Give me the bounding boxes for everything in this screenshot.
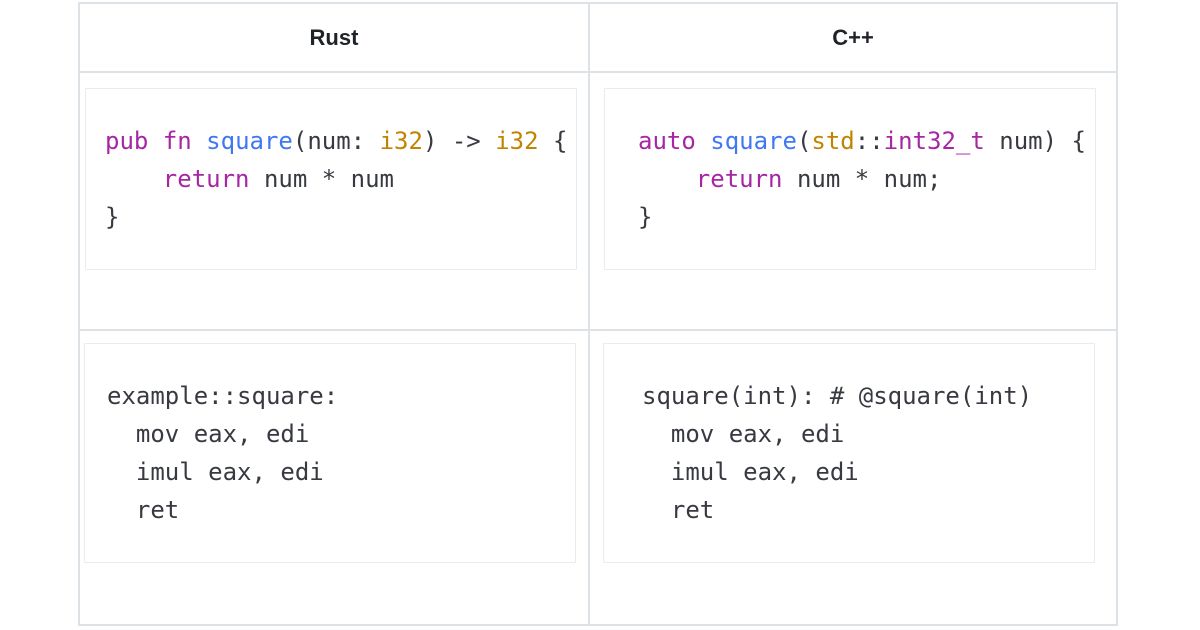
- code-line: imul eax, edi: [642, 453, 1094, 491]
- rust-assembly-code-block: example::square: mov eax, edi imul eax, …: [84, 343, 576, 563]
- column-title-rust: Rust: [309, 24, 359, 50]
- code-token: num) {: [984, 127, 1086, 155]
- column-title-cpp: C++: [832, 24, 874, 50]
- rust-source-code-block: pub fn square(num: i32) -> i32 { return …: [85, 88, 577, 270]
- code-line: ret: [107, 491, 575, 529]
- code-line: return num * num: [105, 160, 576, 198]
- code-token: imul eax, edi: [642, 458, 859, 486]
- comparison-table: Rust C++ pub fn square(num: i32) -> i32 …: [78, 2, 1118, 626]
- code-token: [192, 127, 206, 155]
- code-token: i32: [379, 127, 423, 155]
- code-token: {: [538, 127, 568, 155]
- code-token: imul eax, edi: [107, 458, 324, 486]
- code-line: }: [638, 198, 1095, 236]
- code-token: square: [710, 127, 797, 155]
- header-cell-cpp: C++: [590, 4, 1116, 73]
- cell-rust-source: pub fn square(num: i32) -> i32 { return …: [80, 73, 590, 331]
- code-token: (: [796, 127, 812, 155]
- cpp-source-code-block: auto square(std::int32_t num) { return n…: [604, 88, 1096, 270]
- code-line: ret: [642, 491, 1094, 529]
- code-token: std: [811, 127, 855, 155]
- code-token: i32: [495, 127, 539, 155]
- code-token: example::square:: [107, 382, 339, 410]
- code-token: [148, 127, 162, 155]
- cell-cpp-source: auto square(std::int32_t num) { return n…: [590, 73, 1116, 331]
- cpp-assembly-code-block: square(int): # @square(int) mov eax, edi…: [603, 343, 1095, 563]
- code-token: [696, 127, 710, 155]
- code-token: ) ->: [422, 127, 496, 155]
- code-token: return: [162, 165, 250, 193]
- code-token: ret: [107, 496, 180, 524]
- cell-cpp-assembly: square(int): # @square(int) mov eax, edi…: [590, 331, 1116, 624]
- code-token: int32_t: [883, 127, 985, 155]
- code-token: }: [638, 203, 653, 231]
- code-line: }: [105, 198, 576, 236]
- code-token: mov eax, edi: [107, 420, 310, 448]
- code-token: ::: [854, 127, 884, 155]
- code-token: auto: [638, 127, 696, 155]
- code-token: ret: [642, 496, 715, 524]
- code-token: mov eax, edi: [642, 420, 845, 448]
- code-line: imul eax, edi: [107, 453, 575, 491]
- code-token: [105, 165, 163, 193]
- code-line: square(int): # @square(int): [642, 377, 1094, 415]
- code-line: example::square:: [107, 377, 575, 415]
- code-token: pub: [105, 127, 149, 155]
- code-token: [638, 165, 696, 193]
- code-line: return num * num;: [638, 160, 1095, 198]
- code-line: mov eax, edi: [642, 415, 1094, 453]
- code-token: square: [206, 127, 293, 155]
- code-line: pub fn square(num: i32) -> i32 {: [105, 122, 576, 160]
- code-token: fn: [162, 127, 192, 155]
- code-line: mov eax, edi: [107, 415, 575, 453]
- code-token: return: [695, 165, 783, 193]
- header-cell-rust: Rust: [80, 4, 590, 73]
- code-token: }: [105, 203, 120, 231]
- code-token: square(int): # @square(int): [642, 382, 1033, 410]
- code-token: num * num: [249, 165, 394, 193]
- code-token: num * num;: [782, 165, 942, 193]
- cell-rust-assembly: example::square: mov eax, edi imul eax, …: [80, 331, 590, 624]
- code-line: auto square(std::int32_t num) {: [638, 122, 1095, 160]
- code-token: (num:: [292, 127, 380, 155]
